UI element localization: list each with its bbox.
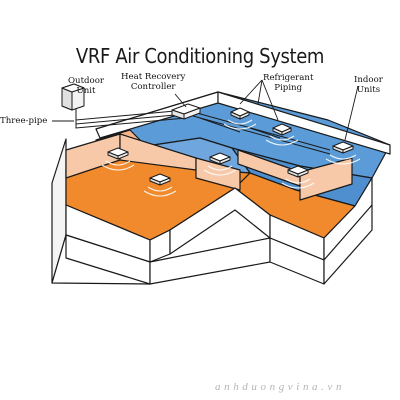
outdoor-unit: [61, 83, 85, 111]
front-walls: [65, 177, 373, 285]
indoor-units: [107, 107, 354, 186]
airflow-arcs: [101, 119, 361, 197]
indoor-unit: [209, 152, 231, 165]
indoor-unit: [332, 141, 354, 154]
refrigerant-piping-label: Refrigerant Piping: [263, 73, 314, 93]
three-pipe-label: Three-pipe: [0, 116, 48, 126]
indoor-unit: [230, 107, 250, 120]
indoor-units-label: Indoor Units: [354, 75, 383, 95]
heat-recovery-controller-label: Heat Recovery Controller: [121, 72, 186, 92]
watermark-text: anhduongvina.vn: [215, 381, 346, 393]
indoor-unit: [149, 173, 171, 186]
outdoor-unit-label: Outdoor Unit: [68, 76, 104, 96]
indoor-unit: [107, 147, 129, 160]
diagram-title: VRF Air Conditioning System: [75, 44, 325, 68]
indoor-unit: [287, 165, 309, 178]
indoor-unit: [272, 123, 292, 136]
heat-recovery-controller: [171, 103, 201, 120]
leader-lines: [52, 79, 359, 141]
refrigerant-pipes: [75, 106, 331, 155]
